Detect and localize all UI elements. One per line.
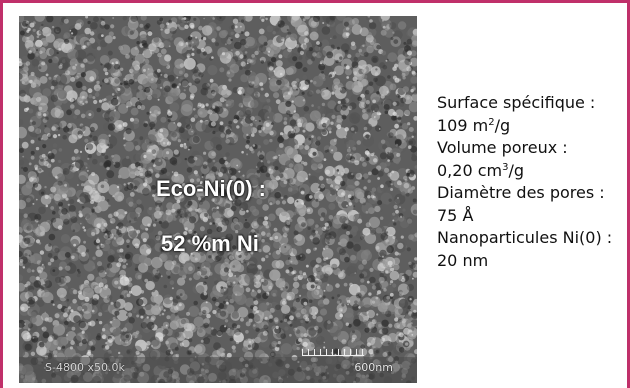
scale-bar: [302, 349, 364, 356]
pore-diameter-value: 75 Å: [437, 205, 474, 225]
properties-list: Surface spécifique : 109 m2/g Volume por…: [437, 92, 612, 272]
instrument-info: S-4800 x50.0k: [45, 361, 125, 374]
surface-area-value: 109 m2/g: [437, 115, 511, 135]
nanoparticles-value: 20 nm: [437, 250, 489, 270]
sem-overlay: Eco-Ni(0) : 52 %m Ni S-4800 x50.0k 600nm: [19, 16, 417, 383]
nanoparticles-label: Nanoparticules Ni(0) :: [437, 228, 613, 247]
scale-label: 600nm: [354, 361, 393, 374]
sample-name-label: Eco-Ni(0) :: [156, 176, 266, 201]
pore-volume-value: 0,20 cm3/g: [437, 160, 525, 180]
surface-area-label: Surface spécifique :: [437, 93, 596, 112]
nickel-content-label: 52 %m Ni: [161, 231, 259, 256]
sem-micrograph: Eco-Ni(0) : 52 %m Ni S-4800 x50.0k 600nm: [19, 16, 417, 383]
sem-texture: [19, 16, 417, 383]
pore-volume-label: Volume poreux :: [437, 138, 568, 157]
pore-diameter-label: Diamètre des pores :: [437, 183, 605, 202]
